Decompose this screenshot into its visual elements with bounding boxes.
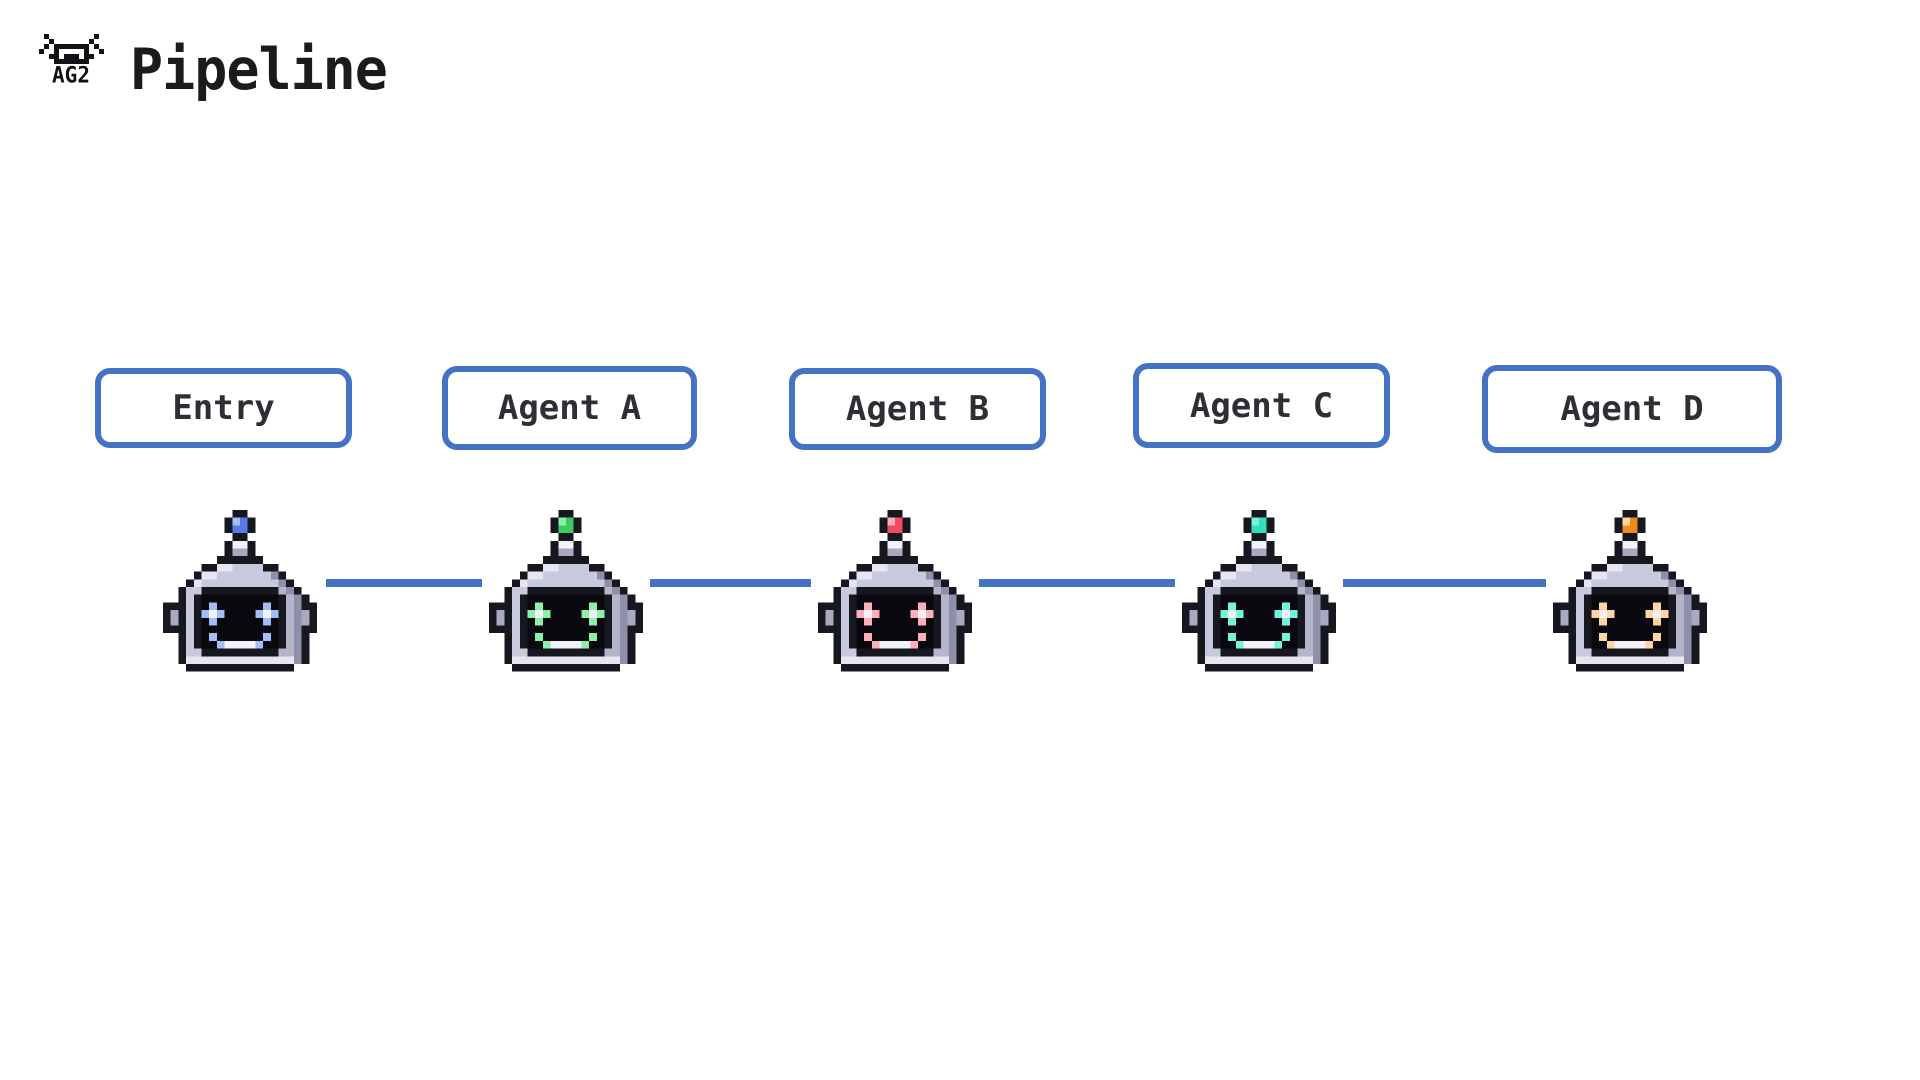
robot-avatar-agent-d-icon [1553,510,1707,672]
page-title: Pipeline [130,35,388,103]
robot-avatar-entry-icon [163,510,317,672]
header: AG2 Pipeline [38,34,388,103]
robot-avatar-agent-a-icon [489,510,643,672]
connector-line-2 [650,579,811,587]
connector-line-3 [979,579,1175,587]
robot-avatar-agent-b-icon [818,510,972,672]
node-box-agent-b: Agent B [789,368,1046,450]
node-label: Agent D [1560,389,1704,429]
ag2-logo-text: AG2 [52,62,90,88]
ag2-robot-logo-icon [38,34,104,64]
node-label: Agent B [845,389,990,429]
node-label: Agent C [1189,385,1334,426]
connector-line-4 [1343,579,1546,587]
ag2-logo: AG2 [38,34,104,86]
node-box-agent-a: Agent A [442,366,697,450]
connector-line-1 [326,579,482,587]
node-box-agent-c: Agent C [1133,363,1390,448]
robot-avatar-agent-c-icon [1182,510,1336,672]
node-box-agent-d: Agent D [1482,365,1782,453]
node-label: Entry [172,388,275,428]
node-label: Agent A [497,388,642,428]
node-box-entry: Entry [95,368,352,448]
